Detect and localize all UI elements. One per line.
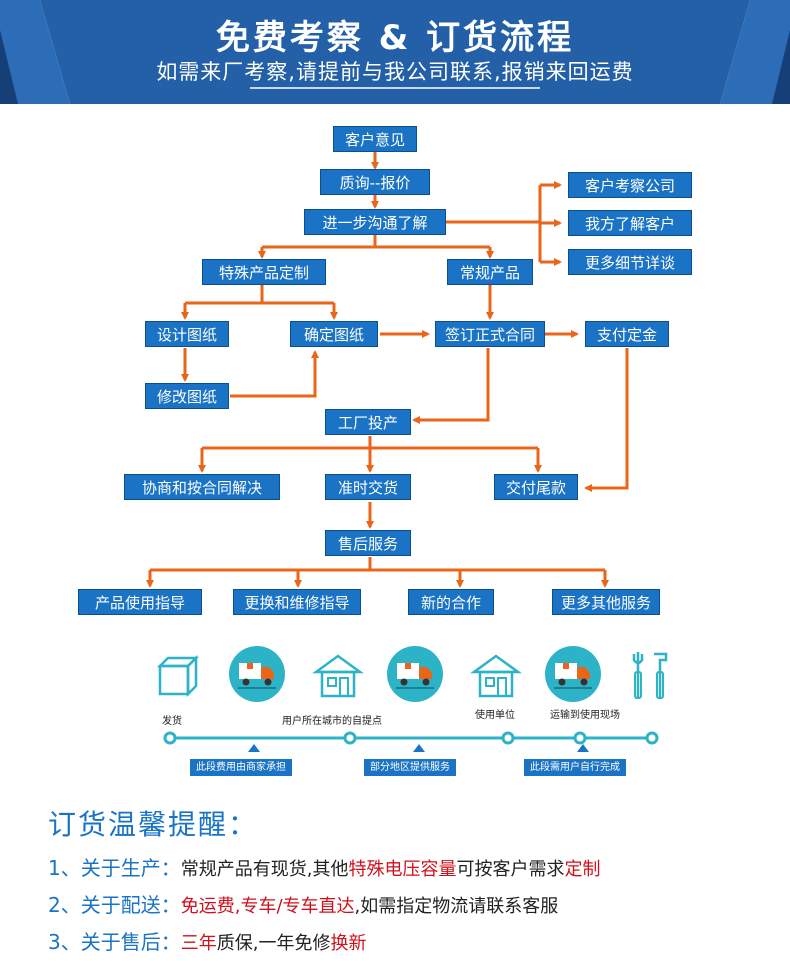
tip-production-highlight2: 定制 <box>564 859 601 880</box>
flow-step-communicate: 进一步沟通了解 <box>304 209 446 235</box>
page-title: 免费考察 & 订货流程 <box>215 18 575 58</box>
box-icon <box>156 654 200 698</box>
logistics-label-unit: 使用单位 <box>475 710 515 721</box>
header-banner <box>0 0 790 104</box>
tip-production-highlight1: 特殊电压容量 <box>348 859 457 880</box>
logistics-segment-partial: 部分地区提供服务 <box>364 759 456 776</box>
tip-delivery-text: ,如需指定物流请联系客服 <box>354 896 559 917</box>
truck-icon <box>387 646 443 702</box>
house-icon <box>312 654 364 698</box>
flow-step-visit-company: 客户考察公司 <box>568 172 692 198</box>
flow-step-details: 更多细节详谈 <box>568 249 692 275</box>
tip-delivery-head: 2、关于配送： <box>48 893 181 917</box>
flow-step-ontime: 准时交货 <box>325 474 411 500</box>
flow-step-more-services: 更多其他服务 <box>552 589 660 615</box>
flow-step-deposit: 支付定金 <box>585 321 669 347</box>
logistics-label-pickup: 用户所在城市的自提点 <box>282 716 382 727</box>
tip-delivery-highlight: 免运费,专车/专车直达 <box>180 896 355 917</box>
logistics-segment-merchant: 此段费用由商家承担 <box>190 759 292 776</box>
house-icon <box>470 654 522 698</box>
flow-step-special: 特殊产品定制 <box>202 259 326 285</box>
flow-step-know-customer: 我方了解客户 <box>568 210 692 236</box>
tip-after-sales-head: 3、关于售后： <box>48 930 181 954</box>
tip-production-text1: 常规产品有现货,其他 <box>180 859 349 880</box>
flow-step-modify: 修改图纸 <box>145 383 229 409</box>
flow-step-guide: 产品使用指导 <box>78 589 202 615</box>
flow-connectors <box>146 152 629 588</box>
tip-after-sales-text: 质保,一年免修 <box>216 933 331 954</box>
logistics-segment-user: 此段需用户自行完成 <box>524 759 626 776</box>
flow-step-after-sales: 售后服务 <box>325 530 411 556</box>
tip-after-sales: 3、关于售后：三年质保,一年免修换新 <box>48 926 366 955</box>
flow-step-design: 设计图纸 <box>145 321 229 347</box>
tip-after-sales-highlight1: 三年 <box>180 933 217 954</box>
tip-production-head: 1、关于生产： <box>48 856 181 880</box>
flow-step-inquiry: 质询--报价 <box>320 169 430 195</box>
flow-step-cooperation: 新的合作 <box>408 589 494 615</box>
flow-step-confirm: 确定图纸 <box>290 321 378 347</box>
tools-icon <box>632 652 668 699</box>
flow-step-contract: 签订正式合同 <box>435 321 545 347</box>
flow-step-negotiate: 协商和按合同解决 <box>124 474 280 500</box>
tip-production: 1、关于生产：常规产品有现货,其他特殊电压容量可按客户需求定制 <box>48 852 600 881</box>
flow-step-opinion: 客户意见 <box>333 126 417 152</box>
truck-icon <box>229 646 285 702</box>
truck-icon <box>545 646 601 702</box>
page-subtitle: 如需来厂考察,请提前与我公司联系,报销来回运费 <box>156 60 634 84</box>
flow-step-regular: 常规产品 <box>447 259 533 285</box>
flow-step-production: 工厂投产 <box>325 409 411 435</box>
tip-production-text2: 可按客户需求 <box>456 859 565 880</box>
tip-after-sales-highlight2: 换新 <box>330 933 367 954</box>
logistics-label-site: 运输到使用现场 <box>550 710 620 721</box>
flow-step-repair: 更换和维修指导 <box>233 589 361 615</box>
flow-step-balance: 交付尾款 <box>494 474 578 500</box>
logistics-label-ship: 发货 <box>162 716 182 727</box>
logistics-timeline <box>163 731 659 752</box>
tips-title: 订货温馨提醒： <box>48 808 259 841</box>
tip-delivery: 2、关于配送：免运费,专车/专车直达,如需指定物流请联系客服 <box>48 889 558 918</box>
